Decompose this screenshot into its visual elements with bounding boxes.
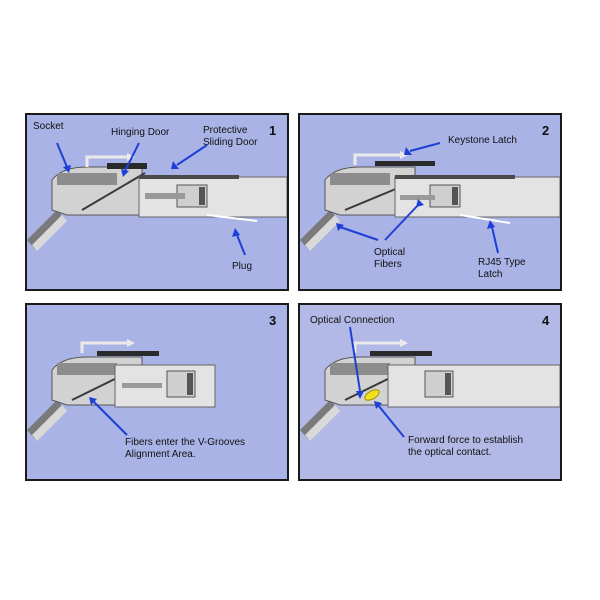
forward-force-label-1: Forward force to establish [408,435,524,446]
panel-2: Keystone Latch Optical Fibers RJ45 Type … [298,113,562,291]
protective-sliding-door-label-1: Protective [203,125,248,136]
plug-label: Plug [232,261,253,272]
fibers-v-grooves-label-1: Fibers enter the V-Grooves [125,437,246,448]
optical-fibers-label-1: Optical [374,247,406,258]
socket-label: Socket [33,121,64,132]
panel-number: 2 [542,123,550,138]
hinging-door-label: Hinging Door [111,127,170,138]
keystone-latch-label: Keystone Latch [448,135,517,146]
optical-connection-label: Optical Connection [310,315,395,326]
panel-1-illustration [27,142,287,256]
panel-3-illustration [27,339,216,441]
panel-number: 3 [269,313,277,328]
forward-force-label-2: the optical contact. [408,447,492,458]
panel-2-illustration [300,142,560,254]
rj45-latch-label-1: RJ45 Type [478,257,526,268]
panel-4: Optical Connection Forward force to esta… [298,303,562,481]
panel-4-illustration [300,326,560,441]
panel-number: 4 [542,313,550,328]
panel-3: Fibers enter the V-Grooves Alignment Are… [25,303,289,481]
panel-1: Socket Hinging Door Protective Sliding D… [25,113,289,291]
rj45-latch-label-2: Latch [478,269,503,280]
protective-sliding-door-label-2: Sliding Door [203,137,258,148]
fibers-v-grooves-label-2: Alignment Area. [125,449,196,460]
optical-fibers-label-2: Fibers [374,259,402,270]
panel-number: 1 [269,123,277,138]
